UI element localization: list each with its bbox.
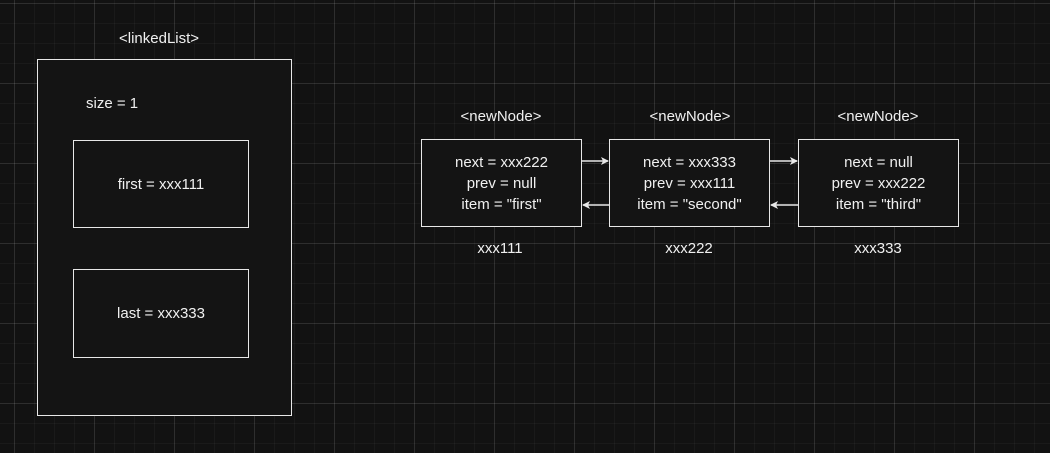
node-2-box[interactable]: next = xxx333 prev = xxx111 item = "seco… (609, 139, 770, 227)
node-3-address: xxx333 (854, 240, 902, 257)
node-2-item: item = "second" (637, 195, 742, 213)
last-box[interactable]: last = xxx333 (73, 269, 249, 358)
node-3-box[interactable]: next = null prev = xxx222 item = "third" (798, 139, 959, 227)
node-1-item: item = "first" (461, 195, 542, 213)
last-text: last = xxx333 (117, 305, 205, 322)
node-3-next: next = null (844, 153, 913, 171)
linked-list-label: <linkedList> (119, 30, 200, 47)
node-2-address: xxx222 (665, 240, 713, 257)
node-2-prev: prev = xxx111 (643, 174, 736, 192)
node-1-address: xxx111 (477, 240, 523, 257)
node-3-label: <newNode> (837, 108, 919, 125)
node-3-prev: prev = xxx222 (831, 174, 926, 192)
node-2-next: next = xxx333 (643, 153, 736, 171)
node-3-item: item = "third" (835, 195, 922, 213)
linked-list-container[interactable]: size = 1 first = xxx111 last = xxx333 (37, 59, 292, 416)
size-text: size = 1 (86, 95, 139, 112)
node-1-next: next = xxx222 (455, 153, 548, 171)
first-box[interactable]: first = xxx111 (73, 140, 249, 228)
node-2-label: <newNode> (649, 108, 731, 125)
node-1-prev: prev = null (466, 174, 537, 192)
node-1-label: <newNode> (460, 108, 542, 125)
node-1-box[interactable]: next = xxx222 prev = null item = "first" (421, 139, 582, 227)
first-text: first = xxx111 (117, 175, 205, 193)
